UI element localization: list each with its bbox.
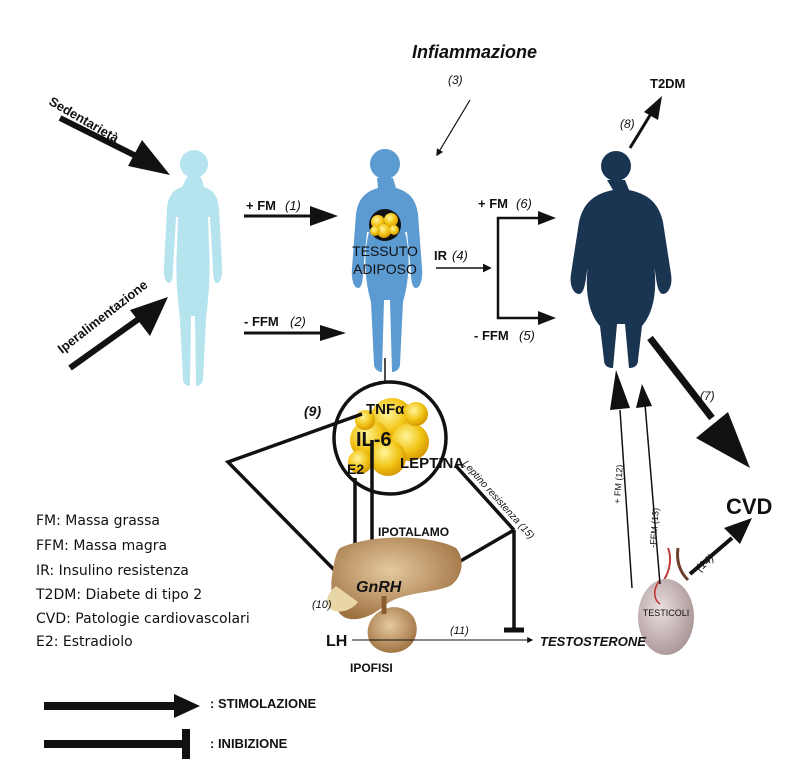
leptin-label: LEPTINA <box>400 455 464 472</box>
adipose-label-line1: TESSUTO <box>352 243 418 259</box>
hypothalamus-label: IPOTALAMO <box>378 525 449 539</box>
legend-ffm: FFM: Massa magra <box>36 538 168 554</box>
testes-cvd-arrow <box>688 518 752 576</box>
overfeeding-arrow <box>68 297 168 371</box>
ffm2-number: (2) <box>290 314 306 329</box>
fm1-label: + FM <box>246 198 276 213</box>
tnf-label: TNFα <box>366 401 405 418</box>
key-inhibition-label: : INIBIZIONE <box>210 736 288 751</box>
legend-t2dm: T2DM: Diabete di tipo 2 <box>36 587 203 603</box>
ffm2-arrow <box>244 325 346 341</box>
adipose-label-line2: ADIPOSO <box>353 261 417 277</box>
legend-fm: FM: Massa grassa <box>36 513 160 529</box>
fm6-number: (6) <box>516 196 532 211</box>
testes-label: TESTICOLI <box>643 608 690 618</box>
lean-body-figure <box>163 150 223 386</box>
fm6-label: + FM <box>478 196 508 211</box>
gnrh-label: GnRH <box>356 579 402 596</box>
testosterone-label: TESTOSTERONE <box>540 634 646 649</box>
key-stimulation-arrow <box>44 694 200 718</box>
cvd-arrow <box>647 335 750 468</box>
key-inhibition-bar <box>44 729 190 759</box>
t2dm-number: (8) <box>620 117 635 131</box>
obese-body-figure <box>570 151 672 368</box>
fm1-number: (1) <box>285 198 301 213</box>
sedentary-arrow <box>58 115 170 175</box>
hypothalamus-gland <box>327 537 462 620</box>
ffm2-label: - FFM <box>244 314 279 329</box>
lh-arrow-number: (11) <box>450 625 469 637</box>
pituitary-label: IPOFISI <box>350 661 393 675</box>
cytokine-circle <box>332 380 448 496</box>
legend-cvd: CVD: Patologie cardiovascolari <box>36 611 250 627</box>
il6-label: IL-6 <box>356 429 392 451</box>
t2dm-arrow <box>628 96 662 149</box>
key-stimulation-label: : STIMOLAZIONE <box>210 696 317 711</box>
ffm13-arrow <box>636 384 661 585</box>
fm12-label: + FM (12) <box>612 464 625 504</box>
cytokine-number: (9) <box>304 403 321 419</box>
inflammation-number: (3) <box>448 73 463 87</box>
inflammation-label: Infiammazione <box>412 42 537 62</box>
fm12-arrow <box>610 370 633 589</box>
legend-e2: E2: Estradiolo <box>36 634 133 650</box>
sedentary-label: Sedentarietà <box>47 94 123 146</box>
leptin-resistance-label: Leptino resistenza (15) <box>460 459 536 542</box>
lh-label: LH <box>326 633 347 650</box>
gnrh-number: (10) <box>312 599 332 611</box>
legend-ir: IR: Insulino resistenza <box>36 563 189 579</box>
adipose-cluster-icon <box>369 209 401 241</box>
fm1-arrow <box>244 206 338 226</box>
bracket-fm-ffm-arrows <box>496 211 556 325</box>
testes-icon <box>638 547 694 655</box>
inflammation-arrow <box>436 99 471 157</box>
ffm13-label: -FFM (13) <box>648 508 661 549</box>
ir4-number: (4) <box>452 248 468 263</box>
t2dm-label: T2DM <box>650 76 685 91</box>
ir4-label: IR <box>434 248 448 263</box>
cvd-label: CVD <box>726 494 772 519</box>
cvd-arrow-number: (7) <box>700 389 715 403</box>
ffm5-label: - FFM <box>474 328 509 343</box>
ffm5-number: (5) <box>519 328 535 343</box>
pituitary-gland <box>367 596 417 653</box>
e2-label: E2 <box>347 461 364 477</box>
